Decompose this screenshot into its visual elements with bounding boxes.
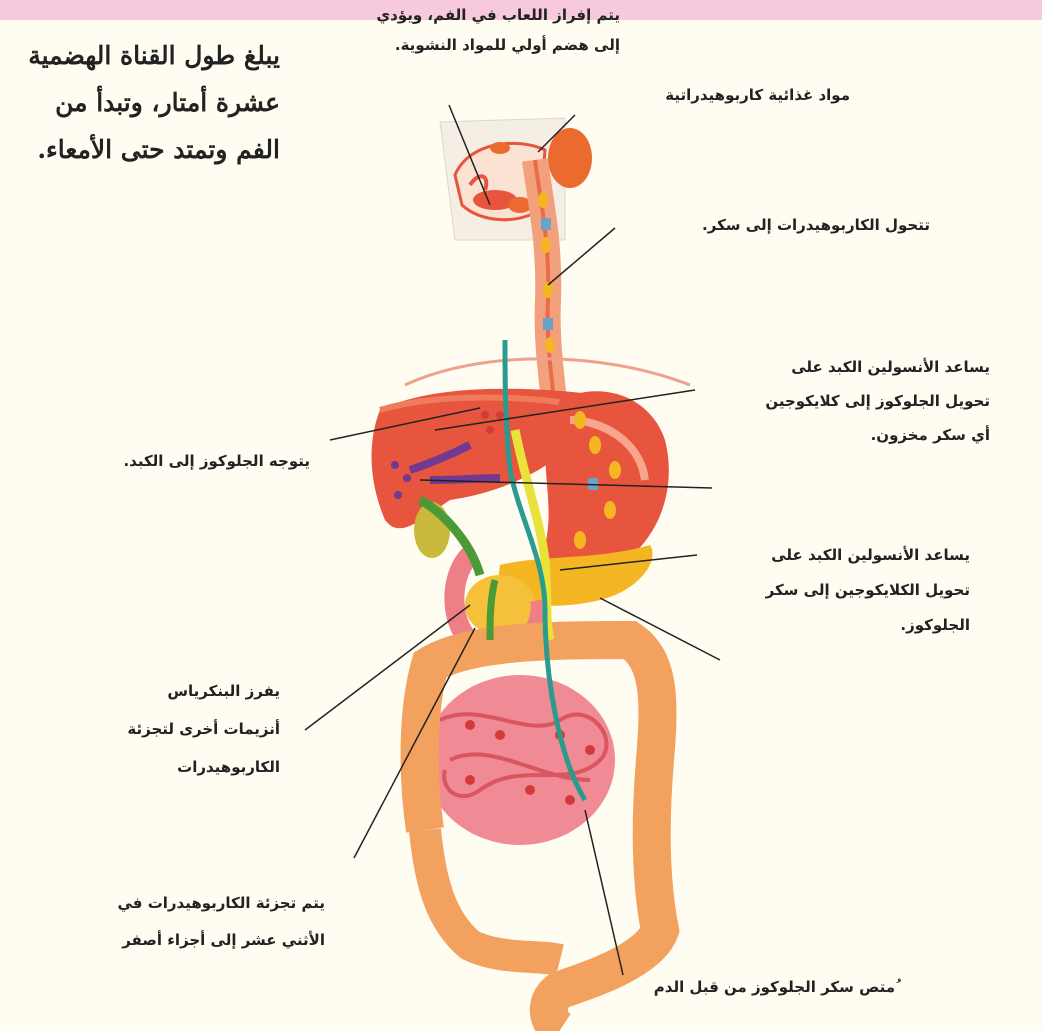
label-insulin-glucose: يساعد الأنسولين الكبد على تحويل الكلايكو… bbox=[766, 538, 970, 643]
label-line: الأثني عشر إلى أجزاء أصفر bbox=[117, 922, 325, 959]
label-to-sugar: تتحول الكاربوهيدرات إلى سكر. bbox=[702, 216, 930, 234]
label-pancreas: يفرز البنكرياس أنزيمات أخرى لتجزئة الكار… bbox=[127, 672, 280, 786]
mouth-illustration bbox=[440, 118, 592, 240]
label-saliva: يتم إفراز اللعاب في الفم، ويؤدي إلى هضم … bbox=[376, 0, 620, 60]
label-duodenum: يتم تجزئة الكاربوهيدرات في الأثني عشر إل… bbox=[117, 885, 325, 959]
intro-line: الفم وتمتد حتى الأمعاء. bbox=[0, 126, 280, 173]
label-line: يساعد الأنسولين الكبد على bbox=[765, 350, 990, 384]
label-line: أي سكر مخزون. bbox=[765, 418, 990, 452]
label-line: تحويل الكلايكوجين إلى سكر bbox=[766, 573, 970, 608]
label-line: يفرز البنكرياس bbox=[127, 672, 280, 710]
label-line: يساعد الأنسولين الكبد على bbox=[766, 538, 970, 573]
label-line: الجلوكوز. bbox=[766, 608, 970, 643]
label-absorb: ُمتص سكر الجلوكوز من قبل الدم bbox=[654, 978, 895, 996]
intro-line: عشرة أمتار، وتبدأ من bbox=[0, 79, 280, 126]
label-line: يتم تجزئة الكاربوهيدرات في bbox=[117, 885, 325, 922]
label-line: تحويل الجلوكوز إلى كلايكوجين bbox=[765, 384, 990, 418]
intro-text: يبلغ طول القناة الهضمية عشرة أمتار، وتبد… bbox=[0, 32, 280, 173]
label-carb-food: مواد غذائية كاربوهيدراتية bbox=[665, 86, 850, 104]
label-line: أنزيمات أخرى لتجزئة bbox=[127, 710, 280, 748]
label-line: الكاربوهيدرات bbox=[127, 748, 280, 786]
label-insulin-glycogen: يساعد الأنسولين الكبد على تحويل الجلوكوز… bbox=[765, 350, 990, 452]
label-line: يتم إفراز اللعاب في الفم، ويؤدي bbox=[376, 0, 620, 30]
esophagus bbox=[535, 160, 555, 410]
label-line: إلى هضم أولي للمواد النشوية. bbox=[376, 30, 620, 60]
label-glucose-liver: يتوجه الجلوكوز إلى الكبد. bbox=[123, 452, 310, 470]
intro-line: يبلغ طول القناة الهضمية bbox=[0, 32, 280, 79]
